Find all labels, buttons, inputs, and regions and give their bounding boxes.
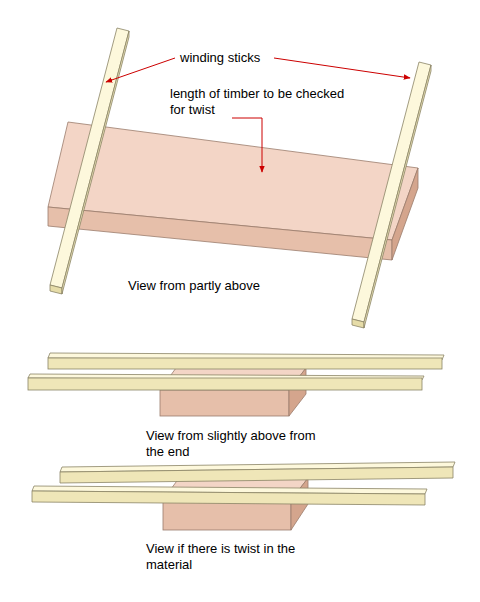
- view-caption: View from slightly above from the end: [146, 428, 316, 460]
- winding-stick-right: [352, 62, 431, 328]
- view-caption: View if there is twist in the material: [146, 541, 316, 573]
- callout-label: winding sticks: [180, 50, 280, 66]
- end-view-twisted: [32, 462, 455, 530]
- end-view-level: [28, 353, 444, 416]
- winding-stick-left: [50, 28, 129, 294]
- leader-lines: [106, 58, 410, 172]
- timber-board: [48, 122, 418, 260]
- callout-label: length of timber to be checked for twist: [170, 86, 348, 118]
- view-caption: View from partly above: [128, 278, 328, 294]
